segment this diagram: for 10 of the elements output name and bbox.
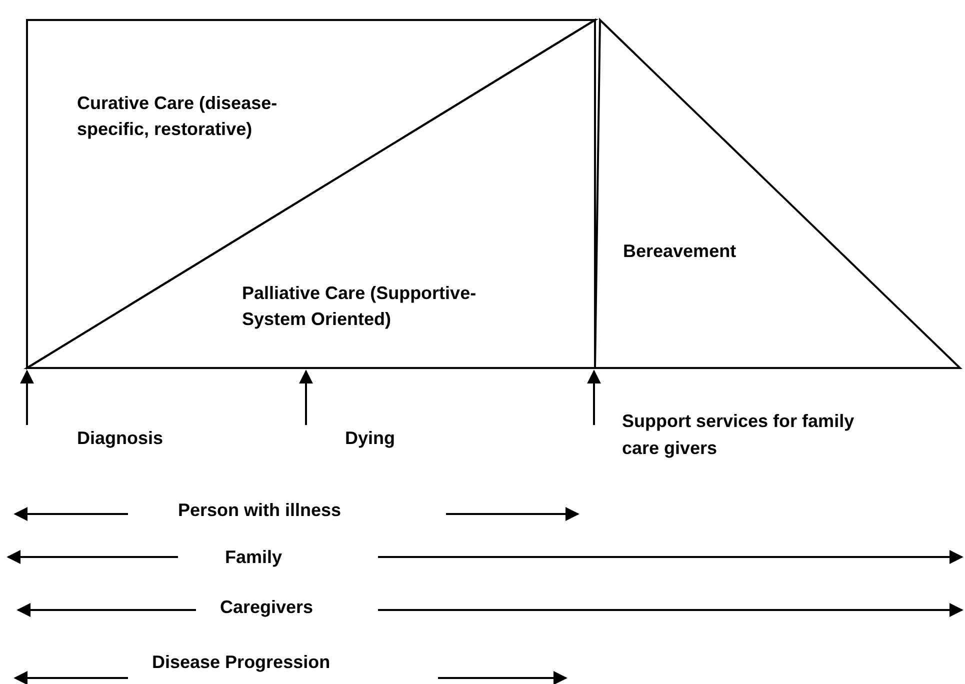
span-label: Caregivers: [220, 597, 314, 618]
milestone-label: Diagnosis: [77, 428, 164, 449]
span-label: Disease Progression: [152, 652, 330, 673]
span-label: Person with illness: [178, 500, 342, 521]
span-label: Family: [225, 547, 282, 568]
milestone-label: Dying: [345, 428, 396, 449]
region-label: Bereavement: [623, 240, 738, 263]
region-label: Curative Care (disease-specific, restorative): [77, 92, 278, 142]
region-label: Palliative Care (Supportive-System Oriented): [242, 282, 478, 332]
milestone-label: Support services for family care givers: [622, 410, 856, 460]
